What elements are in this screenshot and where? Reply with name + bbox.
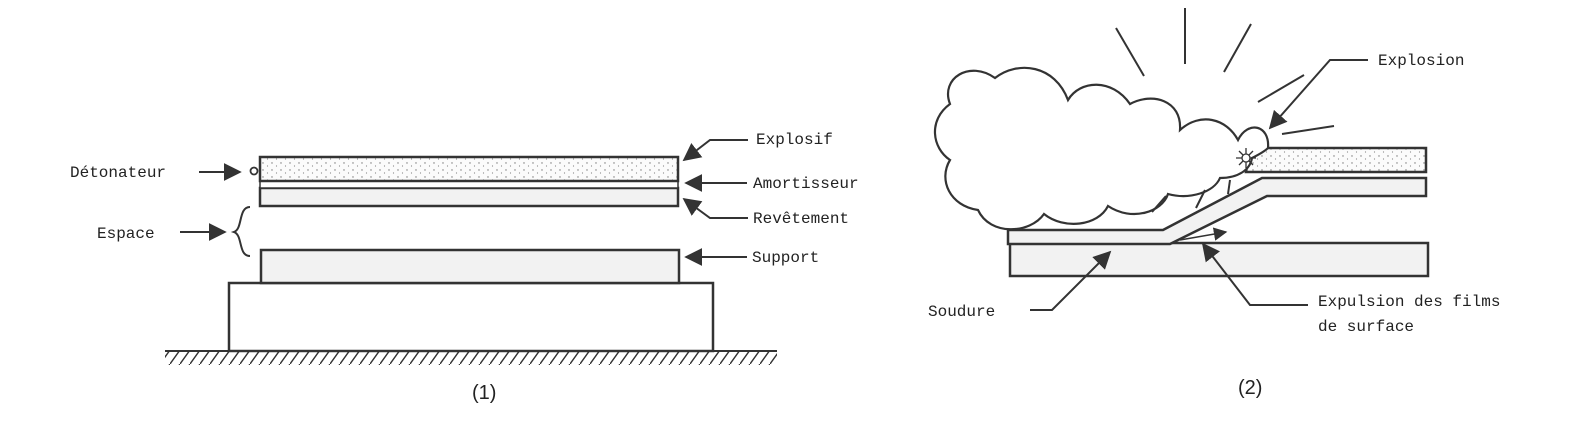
- caption-1: (1): [472, 382, 496, 404]
- support-plate-2: [1008, 241, 1430, 278]
- label-explosion: Explosion: [1378, 52, 1464, 70]
- ground-hatch: [165, 351, 777, 365]
- explosive-layer: [258, 155, 680, 183]
- space-brace: [230, 206, 251, 257]
- support-plate: [259, 248, 681, 285]
- detonator: [199, 163, 259, 181]
- explosif-arrow: [682, 139, 748, 162]
- caption-2: (2): [1238, 377, 1262, 399]
- label-explosif: Explosif: [756, 131, 833, 149]
- jet-arrow: [1179, 227, 1228, 241]
- label-detonateur: Détonateur: [70, 164, 166, 182]
- label-soudure: Soudure: [928, 303, 995, 321]
- diagram-2: Explosion Soudure Expulsion des films de…: [928, 8, 1500, 399]
- explosion-cloud: [933, 66, 1270, 231]
- label-revetement: Revêtement: [753, 210, 849, 228]
- bent-cladding-plate: [1006, 176, 1428, 246]
- explosive-remaining: [1244, 146, 1428, 174]
- base-block: [227, 281, 715, 353]
- radiation-lines: [1115, 8, 1335, 213]
- cladding-plate: [258, 186, 680, 208]
- soudure-arrow: [1030, 250, 1112, 311]
- expulsion-arrow: [1201, 242, 1308, 306]
- label-support: Support: [752, 249, 819, 267]
- label-amortisseur: Amortisseur: [753, 175, 859, 193]
- label-expulsion-1: Expulsion des films: [1318, 293, 1500, 311]
- revetement-arrow: [682, 197, 748, 219]
- label-espace: Espace: [97, 225, 155, 243]
- label-expulsion-2: de surface: [1318, 318, 1414, 336]
- explosion-arrow: [1268, 59, 1368, 130]
- blast-point-icon: [1236, 148, 1256, 168]
- diagram-1: Détonateur Espace Explosif Amortisseur R…: [70, 131, 859, 404]
